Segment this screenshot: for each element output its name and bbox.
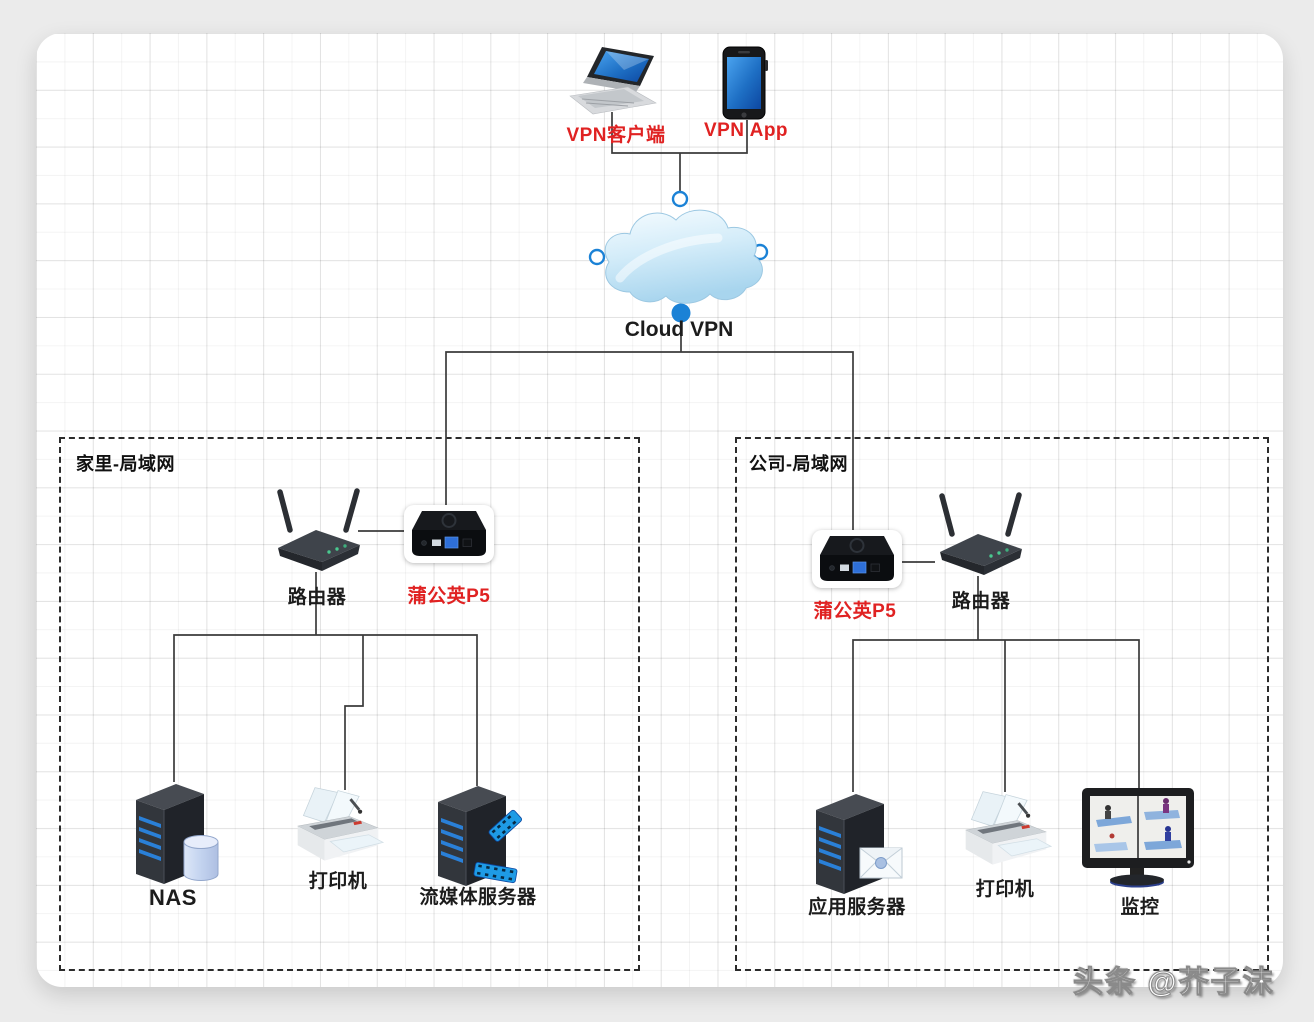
home-lan-title: 家里-局域网	[76, 454, 175, 474]
p5-device-icon	[407, 508, 491, 560]
media-server-label: 流媒体服务器	[419, 887, 537, 908]
watermark: 头条 @芥子沫	[1073, 966, 1275, 1000]
office-printer-label: 打印机	[975, 879, 1035, 900]
media-server-icon	[430, 778, 523, 890]
office-router-label: 路由器	[951, 591, 1011, 612]
cloud-vpn-node	[596, 200, 766, 318]
office-router-node	[928, 490, 1032, 580]
monitor-label: 监控	[1120, 897, 1160, 918]
nas-node	[128, 776, 224, 888]
vpn-client-label: VPN客户端	[566, 125, 666, 146]
office-printer-node	[958, 788, 1054, 876]
router-icon	[266, 486, 370, 576]
monitor-node	[1078, 786, 1198, 890]
home-lan-group	[59, 437, 640, 971]
office-p5-node	[812, 530, 902, 588]
laptop-icon	[569, 47, 657, 115]
office-lan-title: 公司-局域网	[749, 454, 848, 474]
smartphone-icon	[722, 46, 768, 120]
printer-icon	[958, 788, 1054, 876]
home-printer-node	[290, 784, 386, 872]
home-router-node	[266, 486, 370, 576]
home-p5-node	[404, 505, 494, 563]
app-server-node	[808, 786, 904, 898]
cloud-icon	[604, 209, 763, 304]
vpn-client-node	[566, 46, 660, 118]
office-lan-group	[735, 437, 1269, 971]
vpn-app-label: VPN App	[703, 120, 789, 141]
home-router-label: 路由器	[287, 587, 347, 608]
p5-device-icon	[815, 533, 899, 585]
home-p5-label: 蒲公英P5	[407, 586, 491, 607]
office-p5-label: 蒲公英P5	[813, 601, 897, 622]
surveillance-monitor-icon	[1082, 788, 1194, 888]
vpn-app-node	[722, 46, 769, 122]
media-server-node	[430, 778, 526, 890]
nas-server-icon	[128, 776, 219, 888]
router-icon	[928, 490, 1032, 580]
app-server-icon	[808, 786, 903, 898]
app-server-label: 应用服务器	[808, 897, 906, 918]
nas-label: NAS	[149, 885, 197, 910]
home-printer-label: 打印机	[308, 871, 368, 892]
cloud-vpn-label: Cloud VPN	[624, 318, 734, 341]
printer-icon	[290, 784, 386, 872]
